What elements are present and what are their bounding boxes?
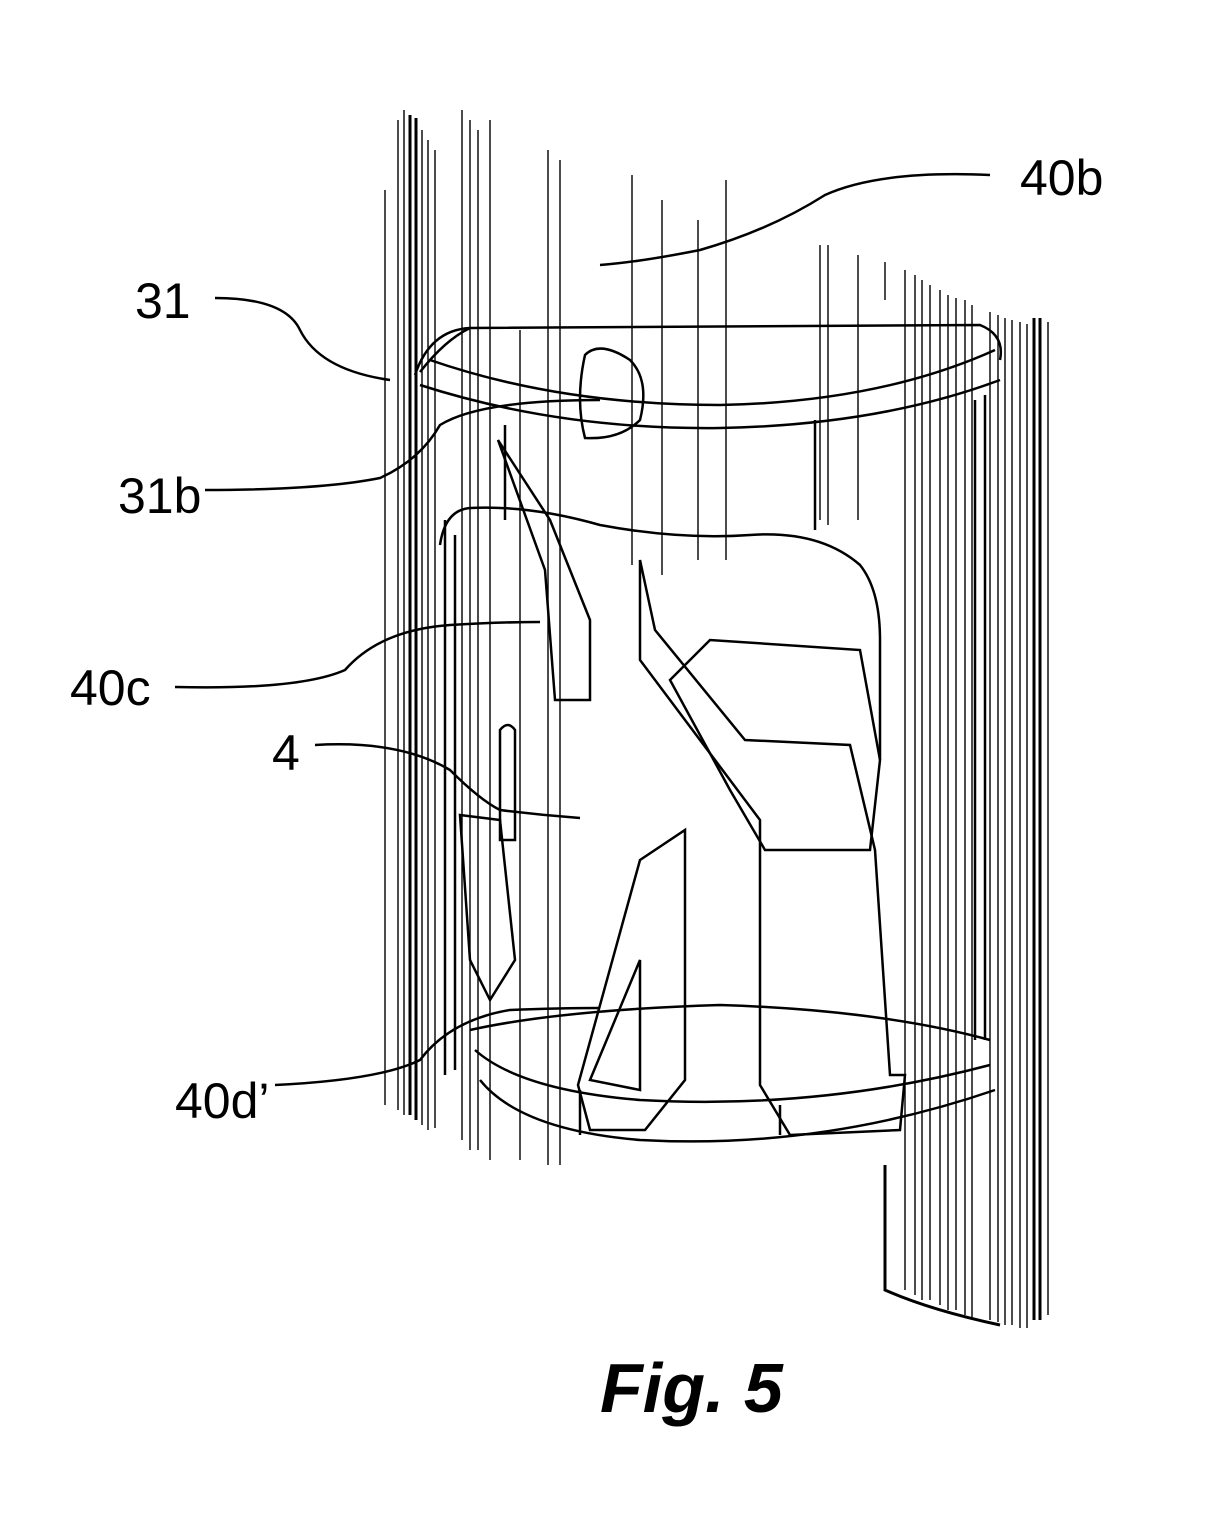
tab-31b — [578, 347, 645, 440]
outer-sleeve — [408, 115, 1042, 1327]
leader-40c — [174, 620, 541, 689]
label-40d-prime: 40d’ — [175, 1073, 270, 1129]
label-31: 31 — [135, 273, 191, 329]
figure-caption: Fig. 5 — [600, 1349, 784, 1427]
sleeve-hatching — [384, 110, 1049, 1328]
leader-31 — [214, 296, 391, 382]
leader-40b — [599, 172, 991, 267]
label-4: 4 — [272, 725, 300, 781]
leader-40d — [274, 1006, 601, 1087]
inner-body — [438, 395, 996, 1143]
top-ring — [413, 323, 1003, 430]
leader-31b — [204, 398, 601, 492]
label-31b: 31b — [118, 468, 201, 524]
leader-4 — [314, 743, 581, 820]
label-40b: 40b — [1020, 150, 1103, 206]
leader-lines — [174, 172, 991, 1087]
label-40c: 40c — [70, 660, 151, 716]
